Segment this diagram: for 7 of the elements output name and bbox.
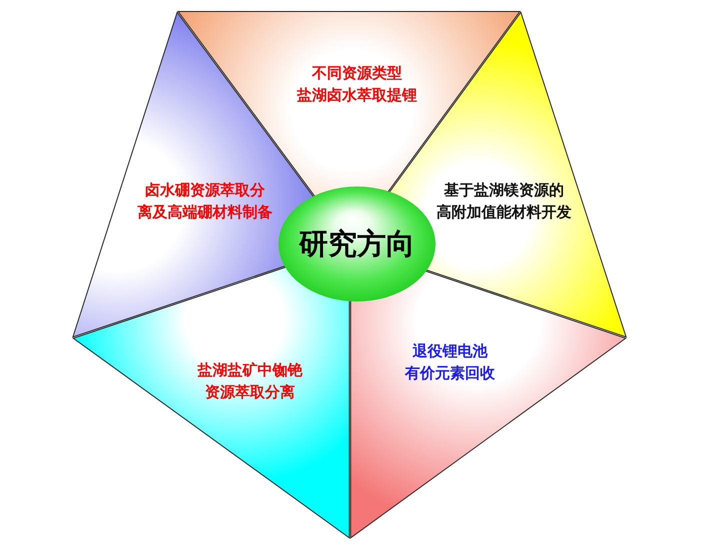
segment-label: 卤水硼资源萃取分离及高端硼材料制备 [138,179,272,223]
segment-label: 不同资源类型盐湖卤水萃取提锂 [297,62,417,106]
center-ellipse [278,186,436,302]
segment-label: 基于盐湖镁资源的高附加值能材料开发 [436,179,572,223]
center-label: 研究方向 [299,226,415,262]
segment-label: 退役锂电池有价元素回收 [405,340,495,384]
segment-label: 盐湖盐矿中铷铯资源萃取分离 [198,359,302,403]
